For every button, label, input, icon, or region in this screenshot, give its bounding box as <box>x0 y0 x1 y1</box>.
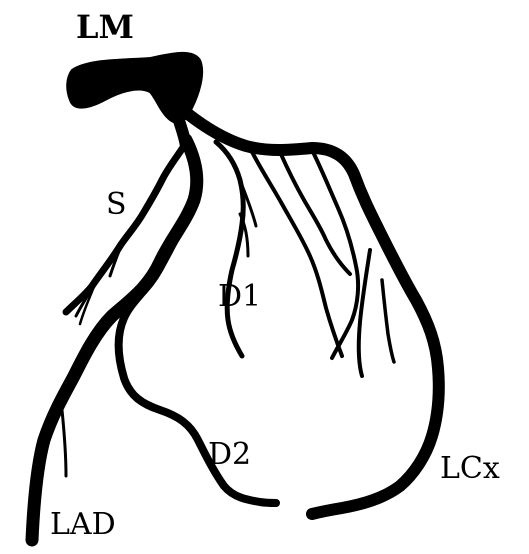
lcx-branch-4 <box>359 250 370 376</box>
label-d1: D1 <box>218 279 261 314</box>
d2-vessel <box>119 196 276 503</box>
lcx-branch-5 <box>382 280 394 362</box>
label-lm: LM <box>76 8 134 46</box>
lad-distal-branch <box>62 410 66 476</box>
d1-vessel <box>216 142 243 356</box>
label-s: S <box>106 187 127 222</box>
label-lcx: LCx <box>440 451 500 486</box>
septal-branch <box>66 146 184 312</box>
label-d2: D2 <box>208 437 251 472</box>
label-lad: LAD <box>50 507 116 542</box>
lcx-branch-1 <box>250 148 342 356</box>
